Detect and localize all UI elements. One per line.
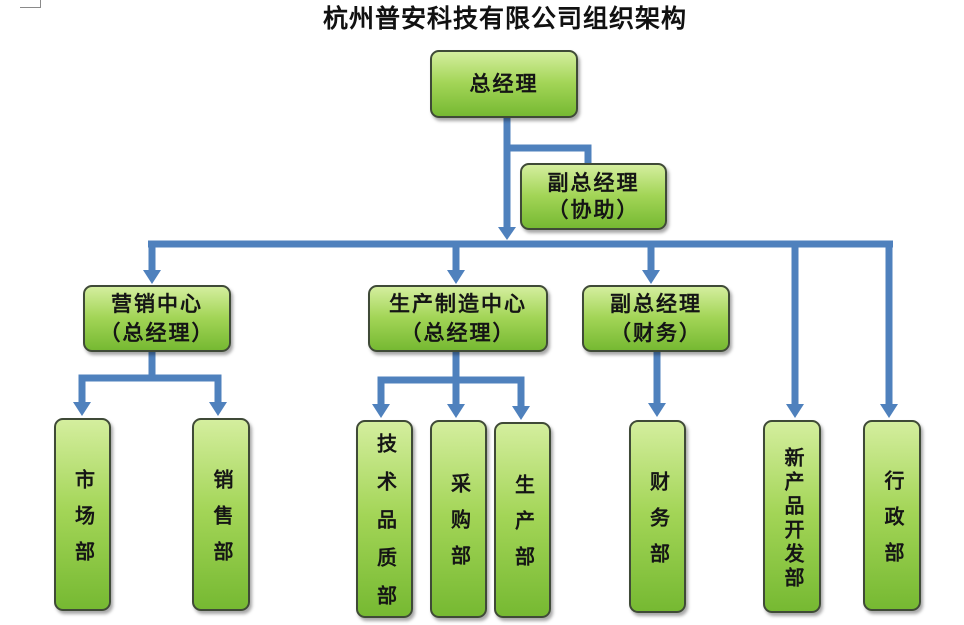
cell-corner-marker — [20, 0, 41, 8]
node-sublabel: （总经理） — [99, 320, 215, 345]
node-finance-dept: 财务部 — [629, 420, 686, 613]
node-label: 副总经理 — [547, 170, 640, 195]
node-label: 采购部 — [447, 473, 470, 581]
node-label: 总经理 — [469, 71, 539, 96]
node-label: 生产制造中心 — [389, 291, 527, 316]
node-new-product-dept: 新产品开发部 — [763, 420, 821, 613]
connector-bus-to-deputy-finance — [642, 244, 660, 284]
node-production-dept: 生产部 — [494, 422, 551, 618]
node-label: 营销中心 — [111, 291, 203, 316]
node-deputy-gm-assist: 副总经理 （协助） — [520, 163, 667, 230]
node-label: 财务部 — [646, 470, 669, 579]
connector-bus-to-admin-dept — [880, 244, 898, 418]
node-admin-dept: 行政部 — [863, 420, 921, 611]
connector-bus-to-marketing-center — [143, 244, 161, 284]
connector-production-branch — [372, 352, 530, 420]
chart-title: 杭州普安科技有限公司组织架构 — [322, 6, 687, 33]
connector-gm-to-deputy-assist — [507, 144, 592, 164]
node-marketing-center: 营销中心 （总经理） — [83, 285, 231, 352]
node-sales-dept: 销售部 — [192, 418, 250, 611]
node-label: 生产部 — [511, 474, 534, 582]
node-market-dept: 市场部 — [54, 418, 111, 611]
node-production-center: 生产制造中心 （总经理） — [368, 285, 548, 352]
node-sublabel: （协助） — [547, 197, 640, 222]
node-general-manager: 总经理 — [430, 50, 578, 118]
node-purchasing-dept: 采购部 — [430, 420, 487, 618]
node-label: 副总经理 — [610, 291, 702, 316]
node-sublabel: （财务） — [610, 320, 702, 345]
connector-gm-to-bus — [498, 118, 516, 240]
node-label: 销售部 — [210, 468, 232, 577]
node-label: 市场部 — [71, 468, 94, 577]
connector-bus-to-new-product-dept — [786, 244, 804, 418]
node-tech-quality-dept: 技术品质部 — [356, 420, 413, 623]
node-label: 新产品开发部 — [781, 446, 803, 591]
node-sublabel: （总经理） — [400, 320, 516, 345]
connector-bus-to-production-center — [447, 244, 465, 284]
connector-deputy-finance-to-finance-dept — [648, 352, 666, 417]
connector-marketing-branch — [73, 352, 227, 416]
node-deputy-gm-finance: 副总经理 （财务） — [582, 285, 730, 352]
node-label: 行政部 — [881, 469, 903, 578]
node-label: 技术品质部 — [373, 433, 396, 623]
